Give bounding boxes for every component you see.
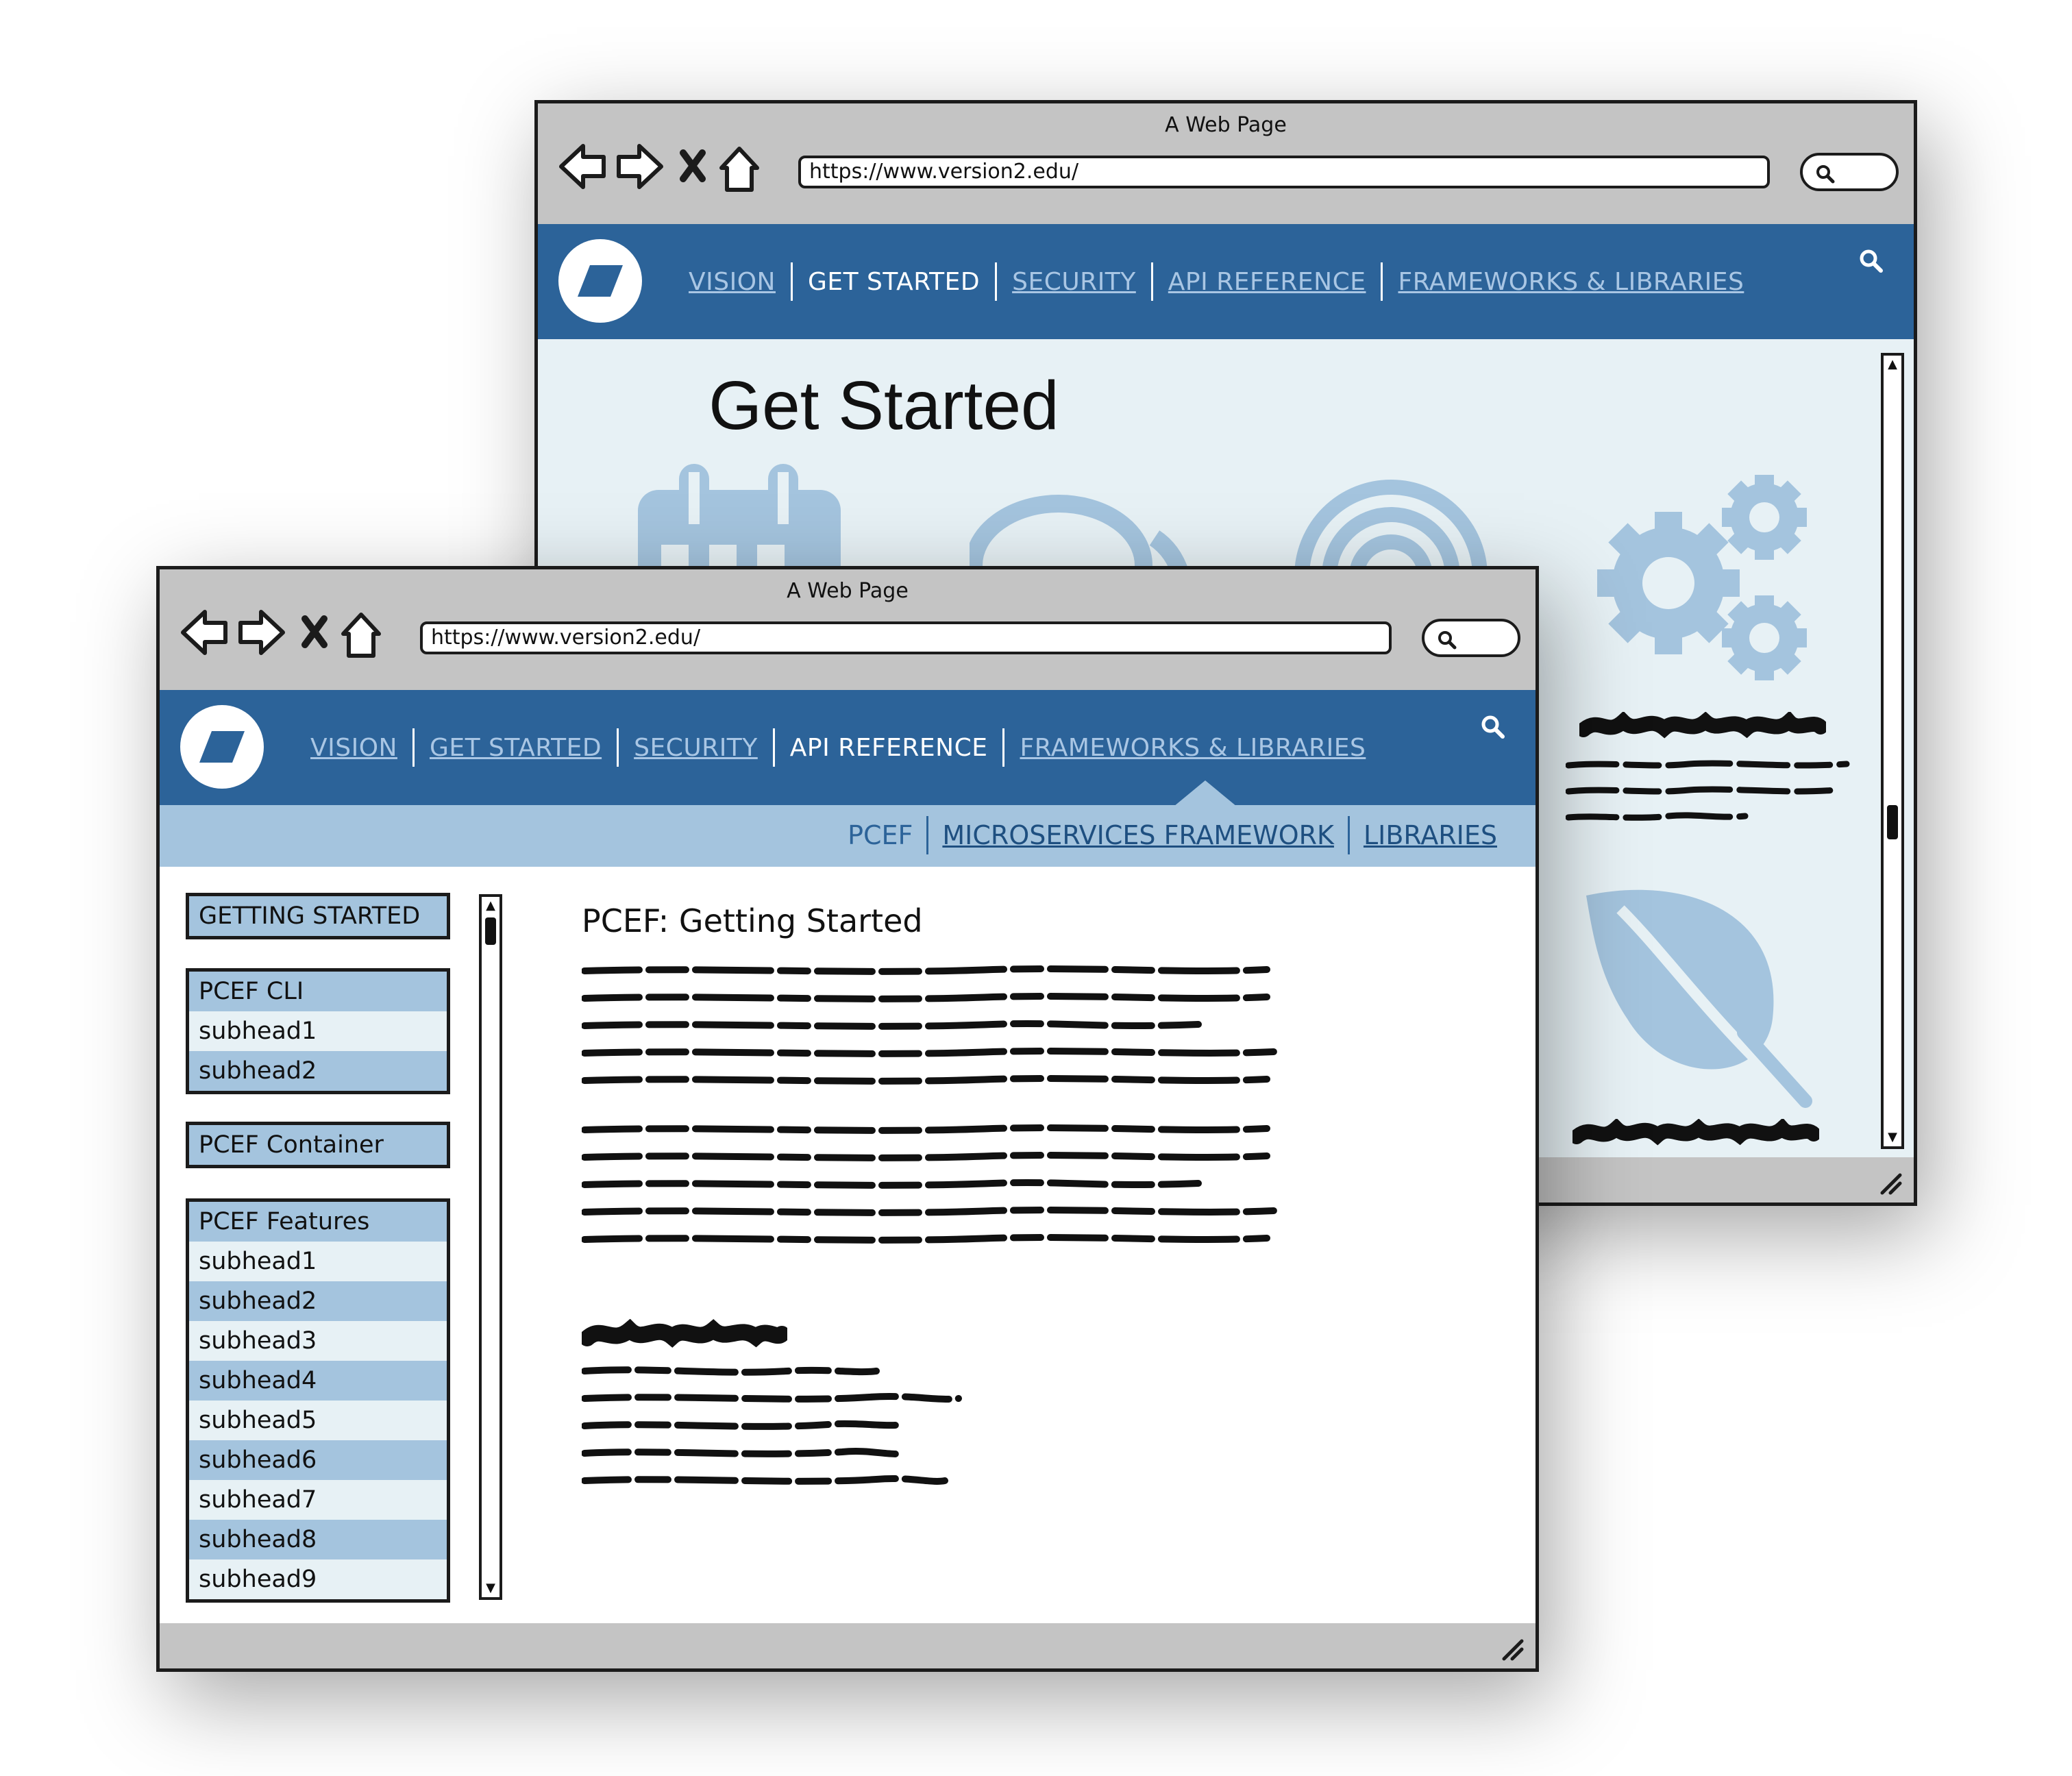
- sidebar-subitem[interactable]: subhead4: [189, 1361, 447, 1401]
- nav-items: VISION GET STARTED SECURITY API REFERENC…: [689, 262, 1744, 301]
- gears-icon: [1597, 475, 1807, 680]
- site-nav: VISION GET STARTED SECURITY API REFERENC…: [538, 224, 1914, 339]
- site-nav: VISION GET STARTED SECURITY API REFERENC…: [160, 690, 1536, 805]
- window-title: A Web Page: [1165, 113, 1287, 137]
- sidebar-item-getting-started[interactable]: GETTING STARTED: [189, 896, 447, 936]
- nav-security[interactable]: SECURITY: [1012, 267, 1136, 296]
- sidebar-subitem[interactable]: subhead2: [189, 1051, 447, 1091]
- sidebar-subitem[interactable]: subhead2: [189, 1281, 447, 1321]
- nav-vision[interactable]: VISION: [689, 267, 776, 296]
- page-title: Get Started: [708, 367, 1059, 444]
- sidebar-subitem[interactable]: subhead7: [189, 1480, 447, 1520]
- subnav-divider: [1347, 816, 1350, 854]
- site-logo[interactable]: [558, 239, 642, 323]
- site-search-icon[interactable]: [1479, 713, 1507, 741]
- site-logo[interactable]: [180, 705, 264, 789]
- nav-api-reference[interactable]: API REFERENCE: [789, 733, 988, 762]
- calendar-icon: [638, 464, 841, 579]
- nav-items: VISION GET STARTED SECURITY API REFERENC…: [310, 728, 1366, 767]
- scroll-down-icon[interactable]: ▼: [486, 1581, 495, 1595]
- close-x-icon[interactable]: [680, 149, 706, 182]
- nav-security[interactable]: SECURITY: [634, 733, 758, 762]
- nav-divider: [1002, 728, 1005, 767]
- magnifier-icon: [1816, 165, 1835, 184]
- sidebar-subitem[interactable]: subhead1: [189, 1242, 447, 1281]
- browser-search-field[interactable]: [1422, 619, 1520, 657]
- vertical-scrollbar[interactable]: ▲ ▼: [1881, 353, 1904, 1149]
- sidebar-subitem[interactable]: subhead9: [189, 1559, 447, 1599]
- sidebar-scrollbar[interactable]: ▲ ▼: [479, 894, 502, 1600]
- sidebar-item-pcef-container[interactable]: PCEF Container: [189, 1125, 447, 1165]
- magnifier-icon: [1438, 631, 1457, 650]
- scroll-thumb[interactable]: [1887, 805, 1898, 839]
- scribble-subheading: [582, 1319, 787, 1348]
- sidebar-subitem[interactable]: subhead1: [189, 1011, 447, 1051]
- nav-get-started[interactable]: GET STARTED: [429, 733, 602, 762]
- sidebar-group-container: PCEF Container: [186, 1122, 450, 1168]
- target-icon: [1294, 480, 1488, 576]
- scribble-heading: [1579, 712, 1826, 739]
- browser-nav-buttons: [559, 144, 759, 192]
- active-indicator: [1174, 780, 1237, 806]
- nav-divider: [790, 262, 793, 301]
- window-title: A Web Page: [787, 579, 909, 603]
- url-field[interactable]: https://www.version2.edu/: [420, 621, 1392, 654]
- nav-divider: [617, 728, 619, 767]
- browser-search-field[interactable]: [1800, 153, 1899, 191]
- sidebar-subitem[interactable]: subhead3: [189, 1321, 447, 1361]
- scribble-paragraph-3: [582, 1366, 962, 1485]
- forward-arrow-icon[interactable]: [238, 610, 285, 655]
- sidebar-getting-started[interactable]: GETTING STARTED: [186, 893, 450, 939]
- scribble-paragraph-1: [582, 965, 1277, 1085]
- main-title: PCEF: Getting Started: [582, 902, 923, 939]
- nav-divider: [1150, 262, 1153, 301]
- parallelogram-logo-icon: [199, 731, 245, 763]
- sidebar-subitem[interactable]: subhead8: [189, 1520, 447, 1559]
- sidebar-group-cli: PCEF CLI subhead1 subhead2: [186, 968, 450, 1094]
- subnav-pcef[interactable]: PCEF: [848, 820, 913, 850]
- leaf-icon: [1586, 889, 1812, 1108]
- page-content: GETTING STARTED PCEF CLI subhead1 subhea…: [160, 867, 1536, 1623]
- nav-api-reference[interactable]: API REFERENCE: [1168, 267, 1366, 296]
- scribble-heading-2: [1572, 1119, 1819, 1146]
- scribble-text-lines: [1566, 760, 1850, 821]
- nav-get-started[interactable]: GET STARTED: [807, 267, 981, 296]
- sub-nav-items: PCEF MICROSERVICES FRAMEWORK LIBRARIES: [848, 816, 1497, 854]
- nav-vision[interactable]: VISION: [310, 733, 397, 762]
- scroll-down-icon[interactable]: ▼: [1888, 1130, 1897, 1144]
- forward-arrow-icon[interactable]: [617, 144, 663, 189]
- sidebar-subitem[interactable]: subhead6: [189, 1440, 447, 1480]
- sidebar-item-pcef-features[interactable]: PCEF Features: [189, 1202, 447, 1242]
- nav-divider: [412, 728, 415, 767]
- home-icon[interactable]: [719, 147, 759, 192]
- resize-grip-icon[interactable]: [1875, 1168, 1903, 1196]
- sidebar-subitem[interactable]: subhead5: [189, 1401, 447, 1440]
- subnav-divider: [926, 816, 929, 854]
- scroll-up-icon[interactable]: ▲: [1888, 357, 1897, 371]
- nav-frameworks-libraries[interactable]: FRAMEWORKS & LIBRARIES: [1398, 267, 1744, 296]
- browser-nav-buttons: [181, 610, 381, 658]
- nav-frameworks-libraries[interactable]: FRAMEWORKS & LIBRARIES: [1020, 733, 1366, 762]
- back-arrow-icon[interactable]: [181, 610, 227, 655]
- close-x-icon[interactable]: [301, 615, 328, 648]
- scroll-thumb[interactable]: [485, 917, 496, 945]
- scribble-paragraph-2: [582, 1124, 1277, 1244]
- sidebar-item-pcef-cli[interactable]: PCEF CLI: [189, 972, 447, 1011]
- browser-window-front: A Web Page https://www.version2.edu/ VIS…: [156, 566, 1539, 1672]
- url-field[interactable]: https://www.version2.edu/: [798, 156, 1770, 188]
- site-search-icon[interactable]: [1858, 247, 1885, 275]
- scroll-up-icon[interactable]: ▲: [486, 898, 495, 913]
- nav-divider: [995, 262, 998, 301]
- sub-nav: PCEF MICROSERVICES FRAMEWORK LIBRARIES: [160, 780, 1536, 867]
- subnav-libraries[interactable]: LIBRARIES: [1363, 820, 1497, 850]
- subnav-microservices-framework[interactable]: MICROSERVICES FRAMEWORK: [942, 820, 1334, 850]
- nav-divider: [1381, 262, 1383, 301]
- resize-grip-icon[interactable]: [1497, 1634, 1525, 1662]
- parallelogram-logo-icon: [578, 265, 623, 297]
- sidebar-group-features: PCEF Features subhead1 subhead2 subhead3…: [186, 1198, 450, 1603]
- nav-divider: [772, 728, 775, 767]
- back-arrow-icon[interactable]: [559, 144, 606, 189]
- home-icon[interactable]: [341, 613, 381, 658]
